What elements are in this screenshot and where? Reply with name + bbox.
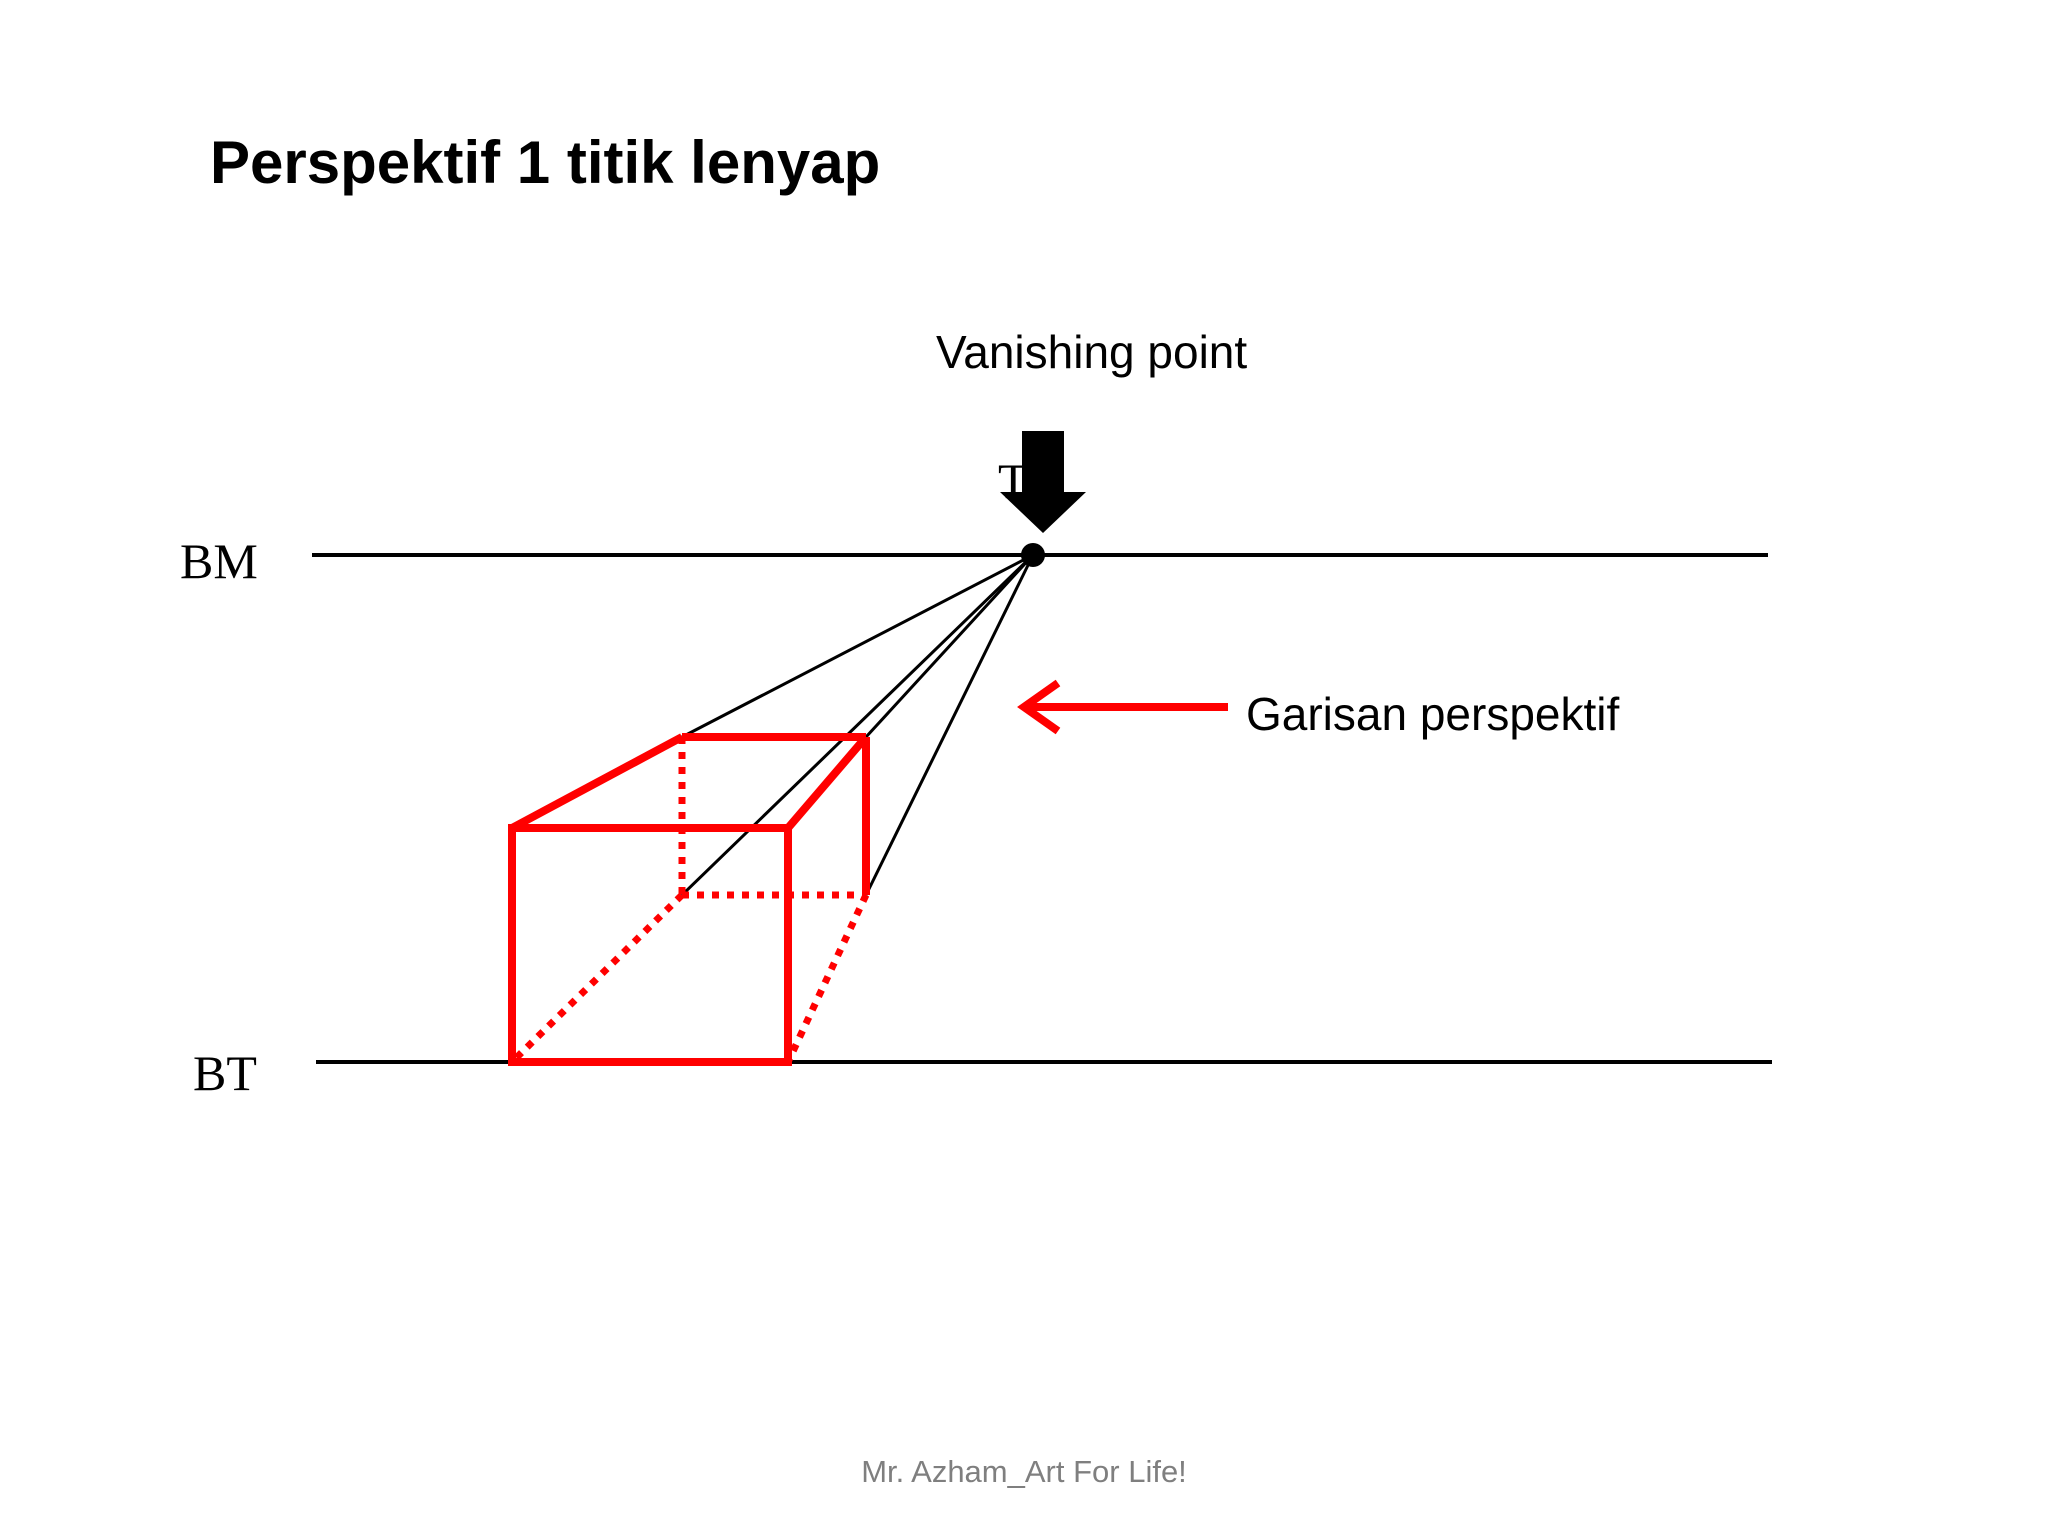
horizon-label: BM: [180, 533, 258, 589]
perspective-line: [864, 553, 1035, 739]
cube-front-face: [508, 824, 792, 1066]
cube-hidden-edge: [784, 893, 870, 1064]
ground-label: BT: [193, 1045, 257, 1101]
cube-top-left-edge: [510, 733, 684, 832]
perspective-line: [681, 553, 1034, 739]
perspective-line: [680, 553, 1035, 897]
vanishing-point-arrow-icon: [1000, 431, 1086, 533]
perspective-arrow-icon: [1017, 679, 1228, 735]
cube: [508, 733, 870, 1066]
cube-hidden-edge: [509, 892, 685, 1065]
perspective-lines-label: Garisan perspektif: [1246, 688, 1619, 740]
vanishing-point-dot: [1021, 543, 1045, 567]
slide-footer: Mr. Azham_Art For Life!: [861, 1454, 1187, 1489]
slide-title: Perspektif 1 titik lenyap: [210, 129, 881, 196]
perspective-line: [864, 554, 1035, 896]
cube-visible-edges: [508, 733, 870, 1066]
cube-top-right-edge: [784, 734, 870, 831]
perspective-lines: [680, 553, 1035, 897]
vanishing-point-label: Vanishing point: [936, 326, 1247, 378]
cube-hidden-edges: [509, 737, 870, 1065]
